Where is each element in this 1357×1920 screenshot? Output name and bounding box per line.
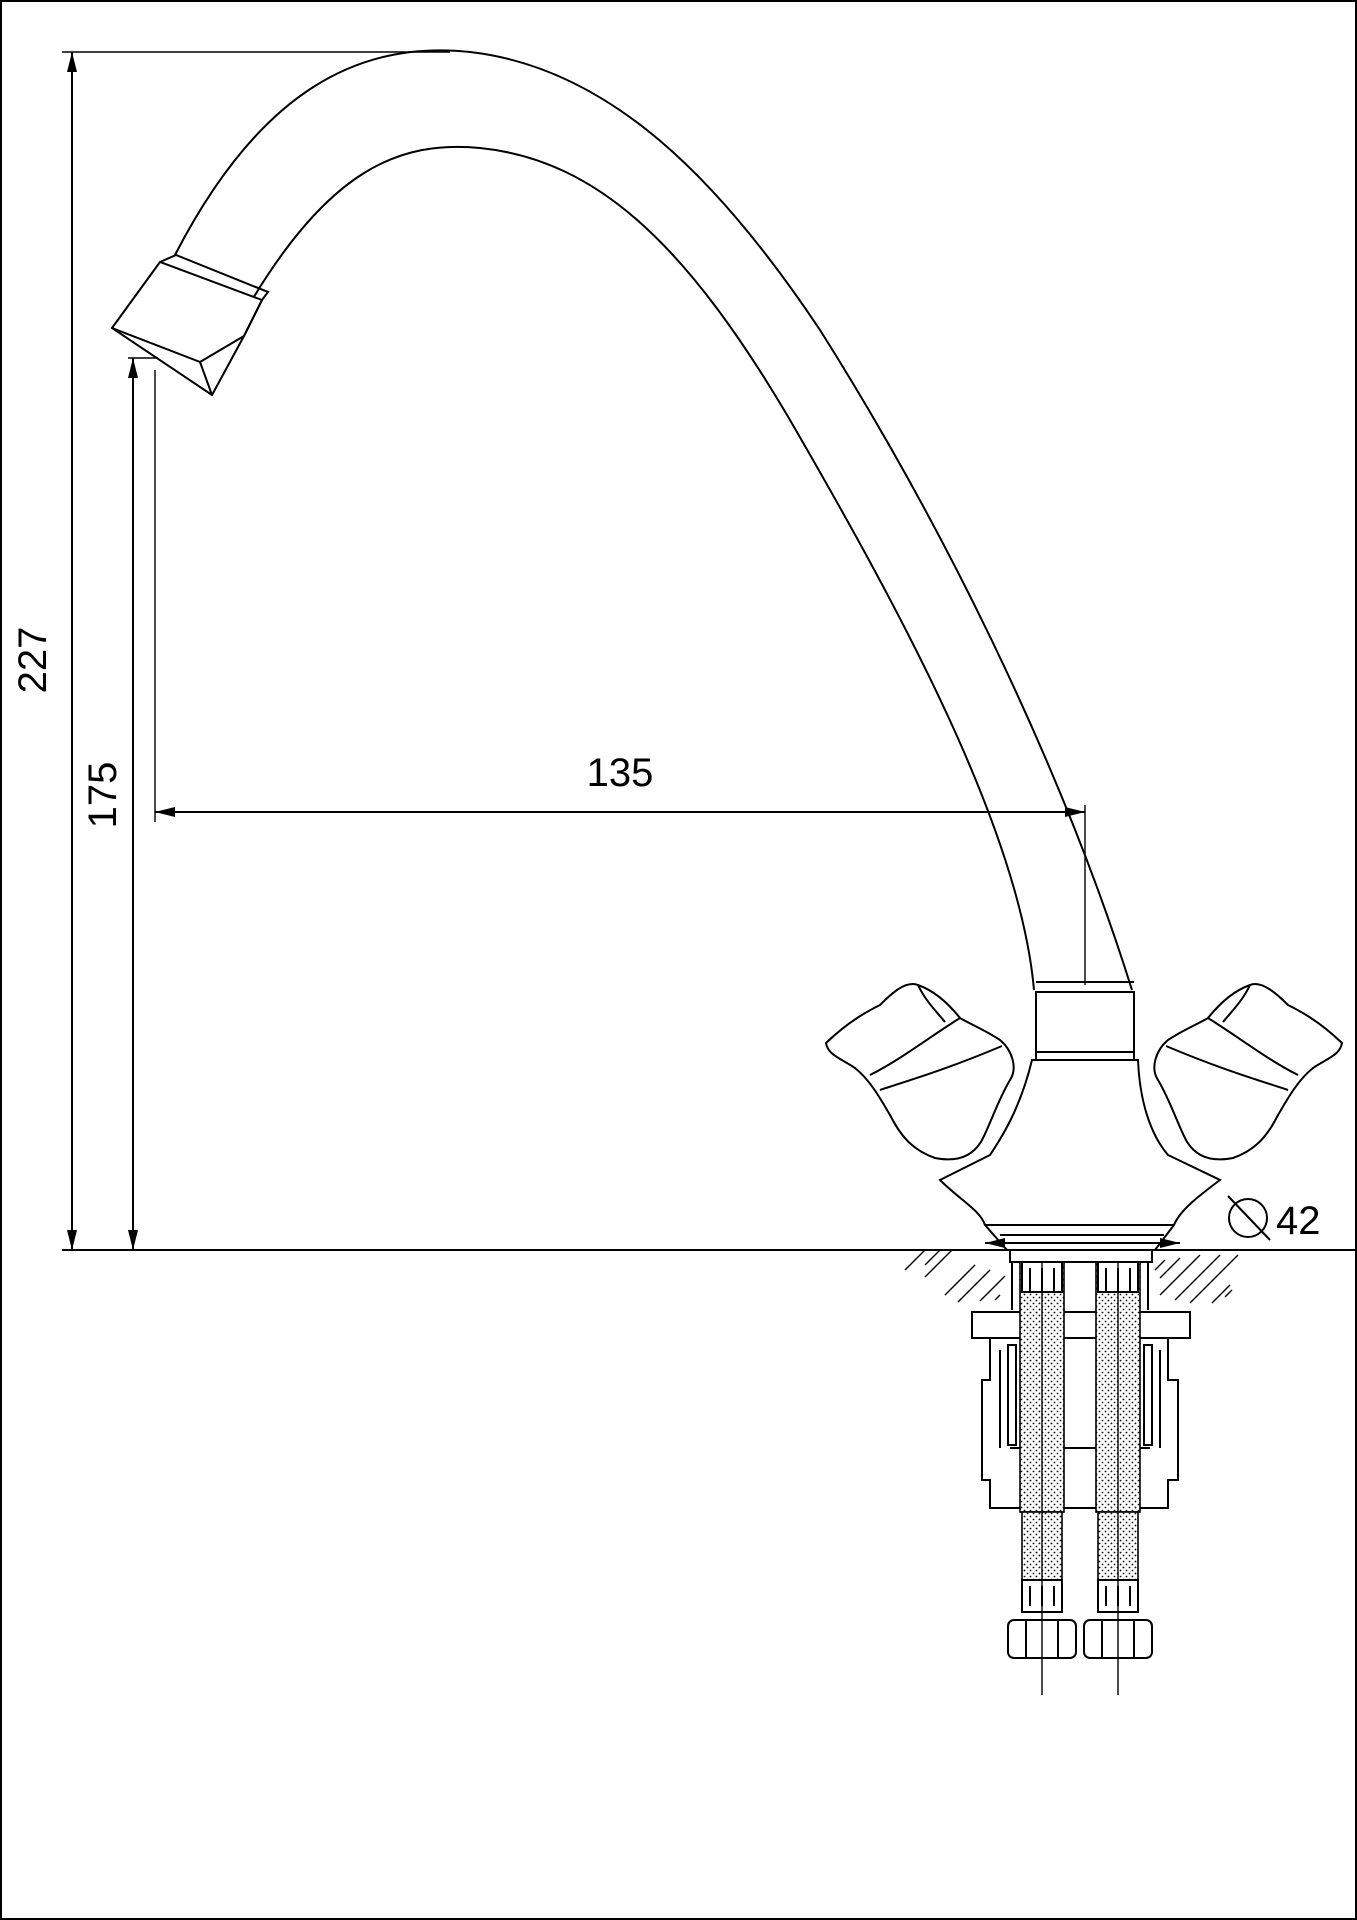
right-handle[interactable] xyxy=(1153,983,1344,1161)
mounting-assembly xyxy=(971,1249,1191,1509)
hose-left xyxy=(1007,1261,1077,1695)
dimension-total-height: 227 xyxy=(11,51,450,1250)
dimension-base-diameter: 42 xyxy=(985,1195,1321,1248)
countertop-hatch-right xyxy=(1154,1254,1239,1304)
faucet-body xyxy=(938,1059,1222,1251)
hose-right xyxy=(1083,1261,1153,1695)
label-base-diameter: 42 xyxy=(1276,1199,1321,1243)
spout xyxy=(174,49,1133,991)
label-spout-height: 175 xyxy=(81,762,125,829)
dimension-spout-height: 175 xyxy=(81,357,158,1250)
diameter-symbol-icon xyxy=(1228,1198,1268,1238)
spout-collar xyxy=(1035,981,1135,1061)
aerator xyxy=(110,253,270,397)
label-total-height: 227 xyxy=(11,627,55,694)
left-handle[interactable] xyxy=(824,983,1015,1161)
dimension-spout-reach: 135 xyxy=(155,751,1086,985)
label-spout-reach: 135 xyxy=(587,751,654,795)
countertop xyxy=(62,1249,1357,1304)
countertop-hatch-left xyxy=(904,1249,1006,1303)
